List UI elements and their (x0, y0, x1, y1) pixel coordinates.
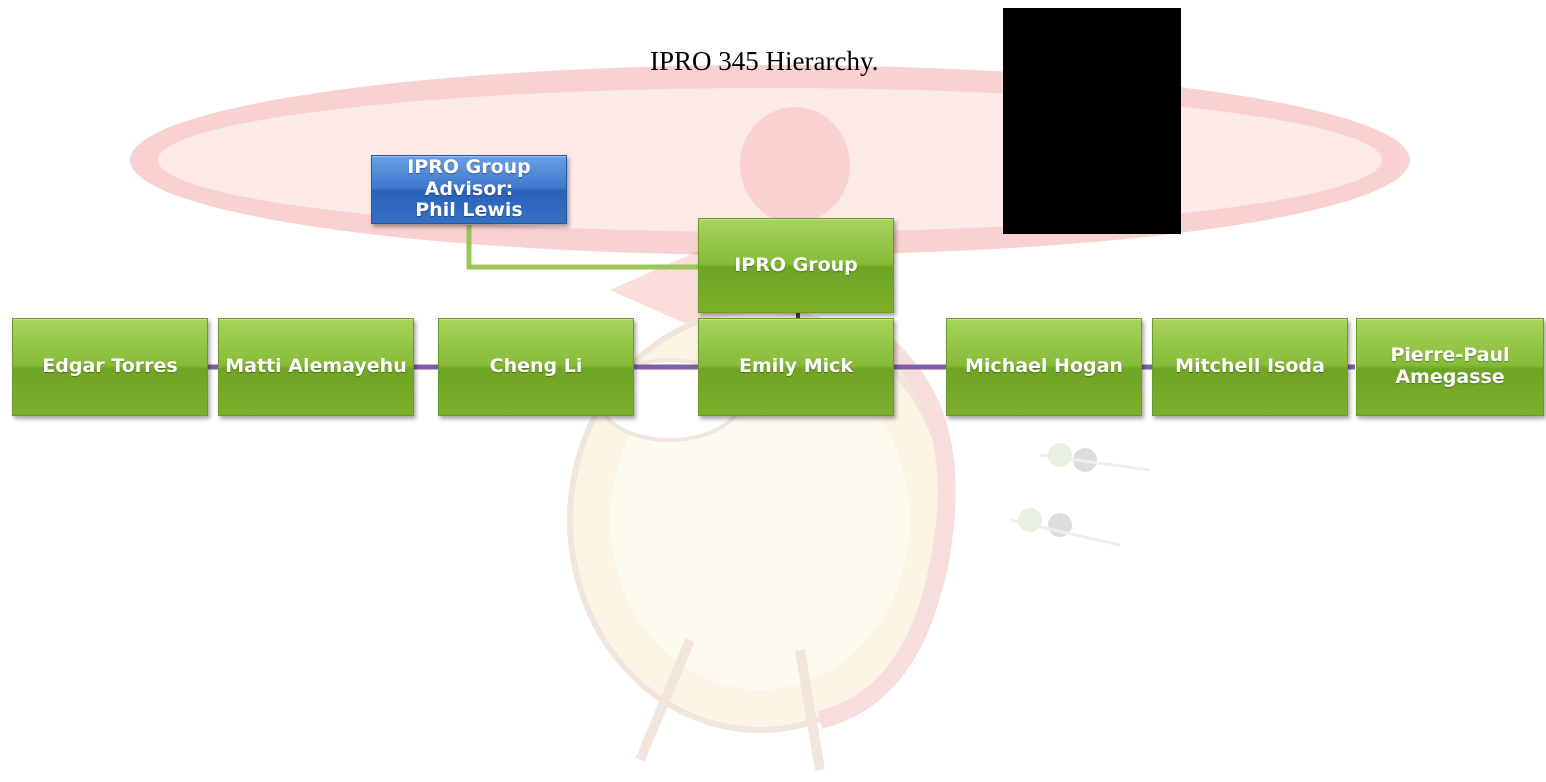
member-box-pierre-paul-amegasse: Pierre-Paul Amegasse (1356, 318, 1544, 416)
advisor-line1: IPRO Group (407, 155, 531, 178)
advisor-connector (466, 225, 698, 270)
member-name: Matti Alemayehu (225, 355, 407, 378)
page-title: IPRO 345 Hierarchy. (650, 46, 879, 76)
member-name: Mitchell Isoda (1175, 355, 1325, 378)
member-name: Michael Hogan (965, 355, 1123, 378)
advisor-line3: Phil Lewis (415, 199, 523, 222)
member-box-michael-hogan: Michael Hogan (946, 318, 1142, 416)
member-name: Edgar Torres (42, 355, 178, 378)
advisor-box: IPRO Group Advisor: Phil Lewis (371, 155, 567, 224)
group-label: IPRO Group (734, 253, 858, 276)
member-name-line2: Amegasse (1395, 366, 1505, 388)
member-box-edgar-torres: Edgar Torres (12, 318, 208, 416)
member-box-cheng-li: Cheng Li (438, 318, 634, 416)
member-box-emily-mick: Emily Mick (698, 318, 894, 416)
member-box-matti-alemayehu: Matti Alemayehu (218, 318, 414, 416)
advisor-line2: Advisor: (424, 177, 514, 200)
member-name: Pierre-Paul (1390, 344, 1510, 367)
redaction-block (1003, 8, 1181, 234)
member-name: Emily Mick (738, 355, 854, 378)
member-name: Cheng Li (489, 355, 583, 378)
group-box: IPRO Group (698, 218, 894, 313)
member-box-mitchell-isoda: Mitchell Isoda (1152, 318, 1348, 416)
